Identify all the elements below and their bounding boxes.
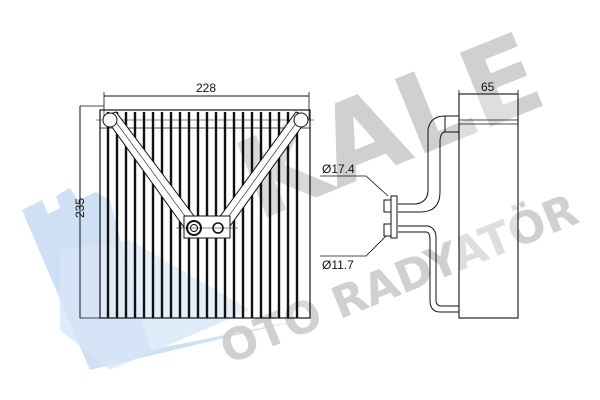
depth-dimension: 65	[481, 80, 495, 94]
outlet-diameter-label: Ø11.7	[322, 258, 354, 272]
side-view	[320, 90, 519, 319]
inlet-diameter-label: Ø17.4	[322, 162, 355, 176]
front-view	[79, 92, 314, 319]
width-dimension: 228	[196, 81, 216, 95]
height-dimension: 235	[73, 198, 87, 218]
